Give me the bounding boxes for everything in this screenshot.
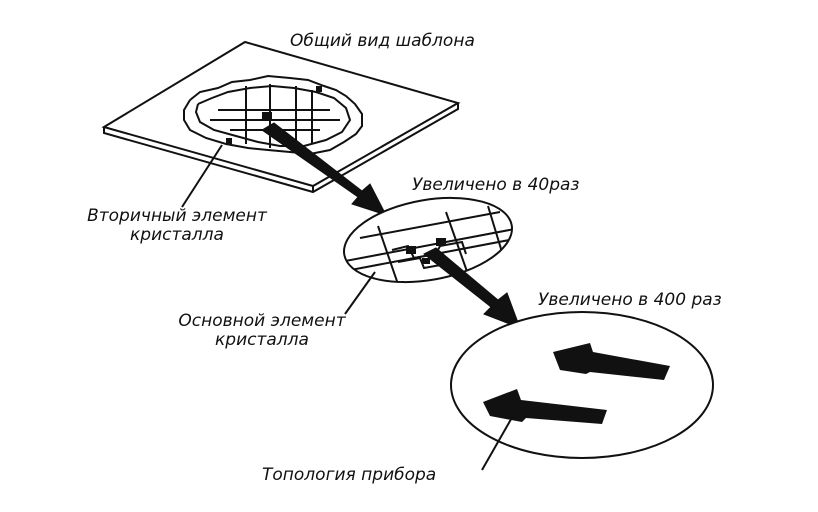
label-main-element-line2: кристалла [215,330,309,350]
crystal-marks [226,86,322,144]
label-overall-view: Общий вид шаблона [290,31,475,51]
label-secondary-element-line2: кристалла [130,225,224,245]
label-main-element: Основной элемент кристалла [156,312,368,350]
leader-lines [181,144,515,471]
label-device-topology: Топология прибора [262,465,437,485]
zoom-400-ellipse [450,311,714,459]
label-secondary-element: Вторичный элемент кристалла [74,207,280,245]
label-secondary-element-line1: Вторичный элемент [87,206,267,226]
device-pad-upper [553,343,670,380]
label-main-element-line1: Основной элемент [178,311,346,331]
label-zoom-400: Увеличено в 400 раз [538,290,722,310]
label-zoom-40: Увеличено в 40раз [412,175,580,195]
magnify-arrow-2 [423,247,521,329]
template-plate [101,40,461,194]
magnify-arrow-1 [261,122,388,216]
